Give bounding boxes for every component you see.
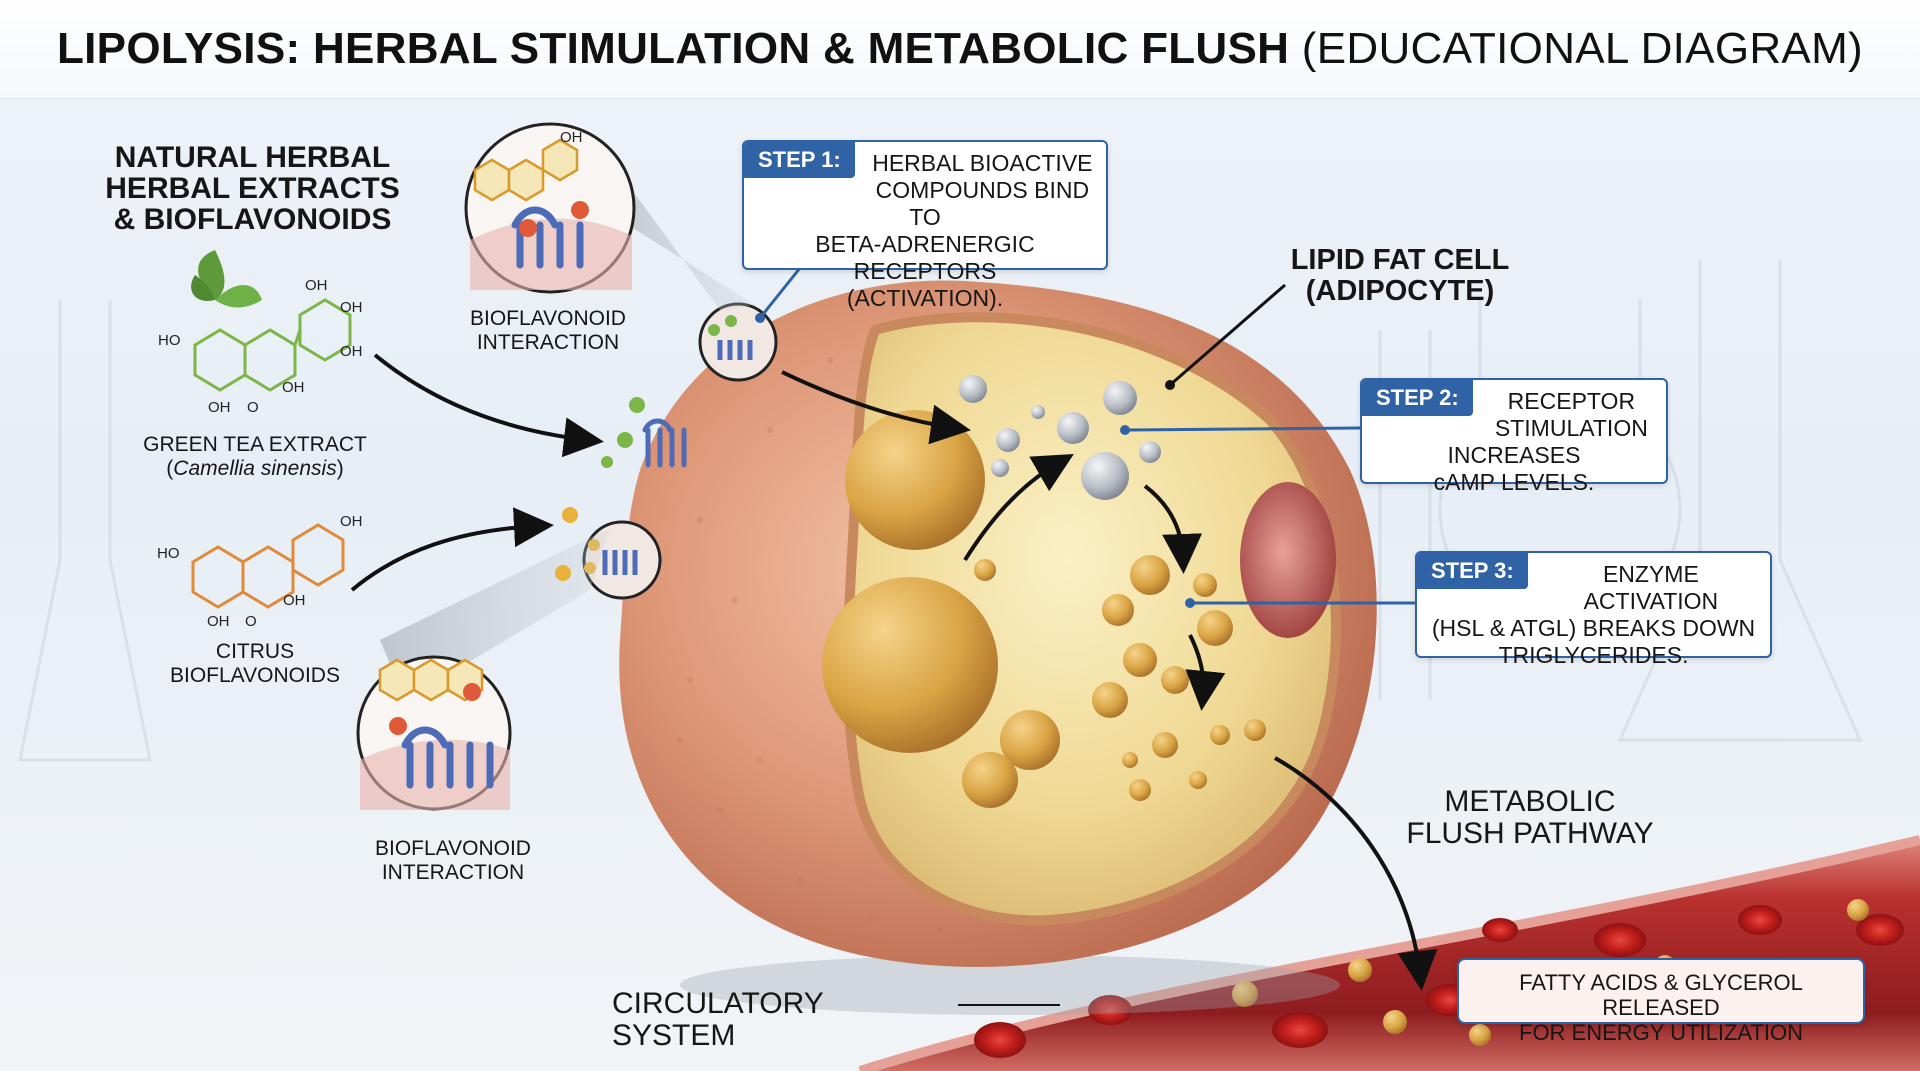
svg-text:O: O: [247, 399, 259, 416]
title-main: LIPOLYSIS: HERBAL STIMULATION & METABOLI…: [56, 24, 1290, 73]
title-bar: LIPOLYSIS: HERBAL STIMULATION & METABOLI…: [0, 0, 1920, 99]
step-1-tag: STEP 1:: [744, 142, 855, 178]
bioflavonoid-interaction-bottom-label: BIOFLAVONOID INTERACTION: [353, 837, 553, 885]
herbal-heading-line-3: & BIOFLAVONOIDS: [113, 203, 392, 236]
step-3-box: STEP 3: ENZYME ACTIVATION (HSL & ATGL) B…: [1415, 551, 1772, 668]
svg-text:OH: OH: [340, 343, 363, 360]
flush-line-1: METABOLIC: [1444, 785, 1616, 818]
fat-cell-line-2: (ADIPOCYTE): [1305, 275, 1495, 307]
svg-text:O: O: [245, 613, 257, 630]
step-2-line-3: cAMP LEVELS.: [1433, 469, 1595, 495]
circulatory-system-label: CIRCULATORY SYSTEM: [612, 987, 824, 1052]
interaction-bottom-line-2: INTERACTION: [381, 861, 525, 884]
citrus-name-line-1: CITRUS: [215, 640, 295, 663]
interaction-bottom-line-1: BIOFLAVONOID: [375, 837, 531, 860]
herbal-heading-line-1: NATURAL HERBAL: [114, 141, 391, 174]
step-2-line-1: RECEPTOR: [1507, 388, 1636, 414]
svg-text:OH: OH: [340, 299, 363, 316]
step-3-line-3: TRIGLYCERIDES.: [1498, 642, 1689, 668]
step-2-line-2: STIMULATION INCREASES: [1447, 415, 1648, 468]
step-3-tag: STEP 3:: [1417, 553, 1528, 589]
metabolic-flush-label: METABOLIC FLUSH PATHWAY: [1380, 786, 1680, 850]
svg-text:HO: HO: [158, 332, 181, 349]
citrus-name-line-2: BIOFLAVONOIDS: [170, 664, 340, 687]
svg-text:OH: OH: [305, 277, 328, 294]
step-2-box: STEP 2: RECEPTOR STIMULATION INCREASES c…: [1360, 378, 1668, 495]
step-2-tag: STEP 2:: [1362, 380, 1473, 416]
release-line-2: FOR ENERGY UTILIZATION: [1519, 1020, 1803, 1045]
interaction-top-line-1: BIOFLAVONOID: [470, 307, 626, 330]
svg-text:OH: OH: [340, 513, 363, 530]
release-line-1: FATTY ACIDS & GLYCEROL RELEASED: [1519, 970, 1803, 1020]
svg-text:OH: OH: [560, 129, 583, 146]
green-tea-label: GREEN TEA EXTRACT (Camellia sinensis): [130, 433, 380, 481]
page-title: LIPOLYSIS: HERBAL STIMULATION & METABOLI…: [57, 24, 1863, 74]
fatty-acids-release-box: FATTY ACIDS & GLYCEROL RELEASED FOR ENER…: [1457, 958, 1865, 1045]
step-1-line-3: BETA-ADRENERGIC RECEPTORS: [815, 231, 1035, 284]
step-1-line-2: COMPOUNDS BIND TO: [875, 177, 1090, 230]
step-1-line-1: HERBAL BIOACTIVE: [872, 150, 1093, 176]
citrus-label: CITRUS BIOFLAVONOIDS: [140, 640, 370, 688]
fat-cell-line-1: LIPID FAT CELL: [1290, 244, 1510, 276]
step-1-line-4: (ACTIVATION).: [846, 285, 1004, 311]
svg-text:OH: OH: [282, 379, 305, 396]
interaction-top-line-2: INTERACTION: [476, 331, 620, 354]
herbal-heading-line-2: HERBAL EXTRACTS: [105, 172, 400, 205]
svg-text:HO: HO: [157, 545, 180, 562]
bioflavonoid-interaction-top-label: BIOFLAVONOID INTERACTION: [448, 307, 648, 355]
green-tea-latin: (Camellia sinensis): [166, 457, 344, 480]
flush-line-2: FLUSH PATHWAY: [1406, 817, 1654, 850]
title-subtitle: (EDUCATIONAL DIAGRAM): [1301, 24, 1863, 73]
svg-text:OH: OH: [207, 613, 230, 630]
step-3-line-2: (HSL & ATGL) BREAKS DOWN: [1431, 615, 1756, 641]
green-tea-name: GREEN TEA EXTRACT: [143, 433, 367, 456]
herbal-extracts-heading: NATURAL HERBAL HERBAL EXTRACTS & BIOFLAV…: [100, 142, 405, 235]
svg-text:OH: OH: [283, 592, 306, 609]
green-tea-latin-name: Camellia sinensis: [173, 457, 337, 480]
step-3-line-1: ENZYME ACTIVATION: [1583, 561, 1719, 614]
fat-cell-label: LIPID FAT CELL (ADIPOCYTE): [1260, 245, 1540, 307]
step-1-box: STEP 1: HERBAL BIOACTIVE COMPOUNDS BIND …: [742, 140, 1108, 311]
svg-text:OH: OH: [208, 399, 231, 416]
